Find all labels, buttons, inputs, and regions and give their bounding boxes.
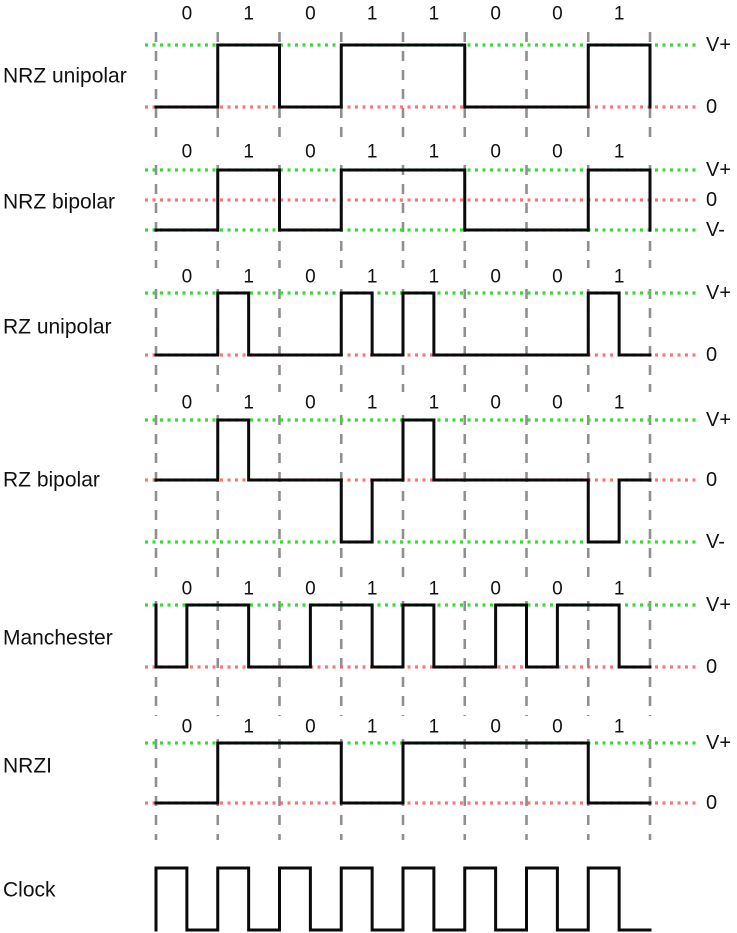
level-label: 0: [706, 96, 717, 118]
waveform-nrz-bipolar: [154, 168, 652, 232]
bit-label: 0: [305, 267, 316, 288]
bit-label: 0: [305, 393, 316, 414]
level-label: 0: [706, 189, 717, 211]
bit-label: 1: [429, 142, 440, 163]
bit-label: 0: [305, 142, 316, 163]
bit-label: 1: [243, 579, 254, 600]
level-label: V-: [706, 531, 725, 553]
bit-label: 1: [614, 267, 625, 288]
section-clock: Clock: [3, 866, 652, 932]
waveform-nrzi: [154, 741, 652, 805]
bit-label: 1: [243, 267, 254, 288]
bit-label: 0: [552, 393, 563, 414]
waveform-rz-bipolar: [154, 418, 652, 544]
bit-label: 0: [490, 393, 501, 414]
bit-label: 0: [305, 579, 316, 600]
level-label: 0: [706, 469, 717, 491]
bit-label: 1: [614, 579, 625, 600]
level-label: 0: [706, 792, 717, 814]
bit-label: 0: [182, 579, 193, 600]
bit-label: 1: [429, 267, 440, 288]
bit-label: 0: [490, 579, 501, 600]
bit-label: 1: [367, 142, 378, 163]
bit-label: 1: [367, 579, 378, 600]
waveform-nrz-unipolar: [154, 43, 652, 109]
bit-label: 0: [490, 717, 501, 738]
bit-label: 0: [552, 142, 563, 163]
section-rz-unipolar: V+ 0 0 1 0 1 1 0 0 1 RZ unipolar: [3, 267, 731, 392]
waveform-manchester: [154, 603, 652, 669]
bit-label: 1: [243, 4, 254, 25]
level-label: V+: [706, 34, 731, 56]
bit-label: 1: [429, 717, 440, 738]
section-label-nrz-bipolar: NRZ bipolar: [3, 191, 115, 214]
bit-label: 0: [490, 267, 501, 288]
bit-label: 1: [243, 393, 254, 414]
section-label-nrz-unipolar: NRZ unipolar: [3, 65, 127, 88]
level-label: V+: [706, 159, 731, 181]
bit-label: 1: [367, 267, 378, 288]
level-label: V+: [706, 409, 731, 431]
bit-label: 0: [490, 142, 501, 163]
waveform-clock: [154, 866, 652, 932]
bit-label: 1: [367, 4, 378, 25]
bit-label: 1: [243, 717, 254, 738]
section-label-clock: Clock: [3, 879, 56, 902]
bit-label: 0: [182, 267, 193, 288]
section-label-manchester: Manchester: [3, 627, 113, 650]
section-label-nrzi: NRZI: [3, 755, 52, 778]
bit-label: 0: [552, 4, 563, 25]
level-label: V+: [706, 282, 731, 304]
bit-label: 1: [614, 393, 625, 414]
level-label: 0: [706, 344, 717, 366]
bit-label: 0: [552, 579, 563, 600]
bit-label: 0: [552, 267, 563, 288]
bit-label: 1: [429, 4, 440, 25]
level-label: V+: [706, 594, 731, 616]
level-label: V+: [706, 732, 731, 754]
bit-label: 0: [305, 4, 316, 25]
bit-label: 0: [182, 142, 193, 163]
section-rz-bipolar: V+ 0V- 0 1 0 1 1 0 0 1 RZ bipolar: [3, 393, 731, 578]
section-label-rz-unipolar: RZ unipolar: [3, 316, 112, 339]
level-label: V-: [706, 219, 725, 241]
bit-label: 1: [614, 142, 625, 163]
bit-label: 1: [367, 717, 378, 738]
bit-label: 0: [305, 717, 316, 738]
bit-label: 1: [614, 717, 625, 738]
bit-label: 0: [182, 4, 193, 25]
bit-label: 1: [243, 142, 254, 163]
level-label: 0: [706, 656, 717, 678]
section-label-rz-bipolar: RZ bipolar: [3, 469, 100, 492]
bit-label: 1: [367, 393, 378, 414]
bit-label: 0: [552, 717, 563, 738]
bit-label: 1: [429, 393, 440, 414]
bit-label: 0: [490, 4, 501, 25]
bit-label: 0: [182, 393, 193, 414]
bit-label: 1: [429, 579, 440, 600]
bit-label: 1: [614, 4, 625, 25]
waveform-rz-unipolar: [154, 291, 652, 357]
bit-label: 0: [182, 717, 193, 738]
